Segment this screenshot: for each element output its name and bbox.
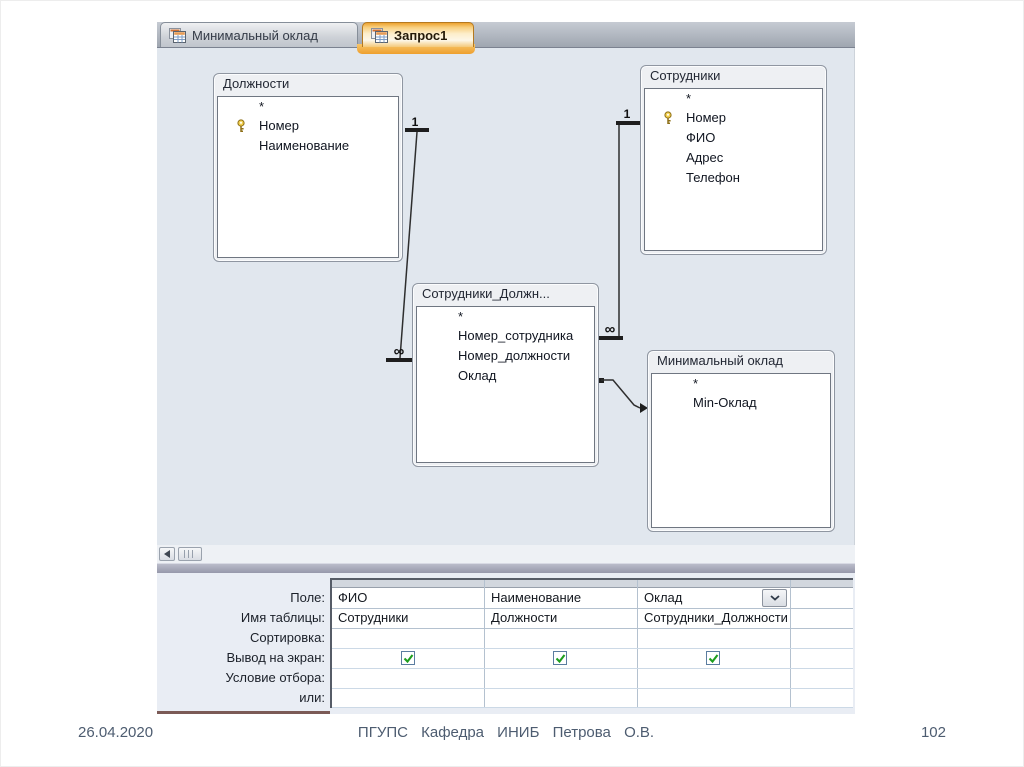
primary-key-icon: [664, 111, 672, 124]
field-list-title: Минимальный оклад: [657, 353, 783, 368]
table-cell[interactable]: Сотрудники_Должности: [644, 610, 788, 625]
field-list-title: Должности: [223, 76, 290, 91]
field-name: Телефон: [686, 170, 740, 185]
screenshot-crop-edge: [157, 711, 330, 714]
relation-one-label: 1: [412, 115, 419, 129]
field-list-dolzhnosti[interactable]: Должности * Номер Наименование: [213, 73, 403, 262]
query-icon: [371, 27, 388, 43]
field-asterisk[interactable]: *: [686, 91, 692, 106]
field-row[interactable]: Номер: [645, 108, 822, 128]
show-checkbox[interactable]: [553, 651, 567, 665]
grid-row-label-criteria: Условие отбора:: [225, 670, 325, 685]
field-name: ФИО: [686, 130, 716, 145]
qbe-grid: ФИО Наименование Оклад Сотрудники Должно…: [330, 578, 853, 708]
field-list-sotrudniki[interactable]: Сотрудники * Номер ФИО Адрес: [640, 65, 827, 255]
field-asterisk[interactable]: *: [693, 376, 699, 391]
show-checkbox[interactable]: [706, 651, 720, 665]
relation-many-label: ∞: [605, 321, 616, 338]
field-row[interactable]: Номер_должности: [417, 346, 594, 366]
field-list-title: Сотрудники_Должн...: [422, 286, 550, 301]
document-tab-bar: Минимальный оклад Запрос1: [157, 22, 855, 48]
grid-row-label-show: Вывод на экран:: [226, 650, 325, 665]
grid-row-label-table: Имя таблицы:: [240, 610, 325, 625]
primary-key-icon: [237, 119, 245, 132]
grid-row-label-sort: Сортировка:: [250, 630, 325, 645]
field-cell[interactable]: Оклад: [644, 590, 683, 605]
table-cell[interactable]: Должности: [491, 610, 558, 625]
pane-divider[interactable]: [157, 563, 855, 573]
field-row[interactable]: Наименование: [218, 136, 398, 156]
field-list: * Номер ФИО Адрес Телефон: [644, 88, 823, 251]
horizontal-scrollbar[interactable]: [157, 545, 855, 563]
query-icon: [169, 27, 186, 43]
tab-zapros1[interactable]: Запрос1: [362, 22, 474, 47]
tab-minimalny-oklad[interactable]: Минимальный оклад: [160, 22, 358, 47]
field-name: Номер: [259, 118, 300, 133]
left-arrow-icon: [163, 550, 170, 558]
field-cell[interactable]: Наименование: [491, 590, 582, 605]
field-row[interactable]: Оклад: [417, 366, 594, 386]
active-tab-glow: [357, 44, 475, 54]
field-row[interactable]: Min-Оклад: [652, 393, 830, 413]
chevron-down-icon: [769, 595, 780, 601]
field-name: Min-Оклад: [693, 395, 757, 410]
column-divider[interactable]: [790, 580, 791, 708]
table-cell[interactable]: Сотрудники: [338, 610, 409, 625]
tab-label: Минимальный оклад: [192, 27, 318, 43]
field-dropdown-button[interactable]: [762, 589, 787, 607]
show-checkbox[interactable]: [401, 651, 415, 665]
checkmark-icon: [555, 653, 565, 663]
footer-date: 26.04.2020: [78, 724, 154, 741]
field-row[interactable]: Номер: [218, 116, 398, 136]
scrollbar-thumb[interactable]: [178, 547, 202, 561]
field-list-minimalny-oklad[interactable]: Минимальный оклад * Min-Оклад: [647, 350, 835, 532]
field-name: Номер: [686, 110, 727, 125]
field-row[interactable]: Адрес: [645, 148, 822, 168]
footer-page-number: 102: [920, 724, 946, 741]
field-name: Номер_должности: [458, 348, 571, 363]
row-divider: [332, 688, 853, 689]
row-divider: [332, 707, 853, 708]
field-row[interactable]: Телефон: [645, 168, 822, 188]
field-list: * Min-Оклад: [651, 373, 831, 528]
grip-icon: [184, 550, 196, 558]
field-row[interactable]: Номер_сотрудника: [417, 326, 594, 346]
field-name: Адрес: [686, 150, 724, 165]
row-divider: [332, 608, 853, 609]
field-asterisk[interactable]: *: [458, 309, 464, 324]
field-list: * Номер_сотрудника Номер_должности Оклад: [416, 306, 595, 463]
query-design-surface[interactable]: 1 ∞ 1 ∞ Должности *: [157, 48, 855, 545]
field-list-sotrudniki-dolzhnosti[interactable]: Сотрудники_Должн... * Номер_сотрудника Н…: [412, 283, 599, 467]
grid-row-label-field: Поле:: [290, 590, 325, 605]
field-cell[interactable]: ФИО: [338, 590, 368, 605]
relation-many-label: ∞: [394, 343, 405, 360]
column-divider[interactable]: [637, 580, 638, 708]
relation-one-label: 1: [624, 107, 631, 121]
row-divider: [332, 628, 853, 629]
row-divider: [332, 648, 853, 649]
column-selector-strip[interactable]: [332, 580, 853, 588]
field-list: * Номер Наименование: [217, 96, 399, 258]
row-divider: [332, 668, 853, 669]
field-asterisk[interactable]: *: [259, 99, 265, 114]
tab-label: Запрос1: [394, 27, 448, 43]
field-row[interactable]: ФИО: [645, 128, 822, 148]
checkmark-icon: [403, 653, 413, 663]
query-grid-panel: Поле: Имя таблицы: Сортировка: Вывод на …: [157, 573, 855, 714]
checkmark-icon: [708, 653, 718, 663]
relationship-lines: 1 ∞ 1 ∞: [386, 107, 648, 413]
scroll-left-button[interactable]: [159, 547, 175, 561]
grid-row-label-or: или:: [299, 690, 325, 705]
column-divider[interactable]: [484, 580, 485, 708]
field-name: Оклад: [458, 368, 497, 383]
field-list-title: Сотрудники: [650, 68, 721, 83]
field-name: Номер_сотрудника: [458, 328, 574, 343]
footer-author: ПГУПС Кафедра ИНИБ Петрова О.В.: [357, 724, 655, 741]
field-name: Наименование: [259, 138, 350, 153]
